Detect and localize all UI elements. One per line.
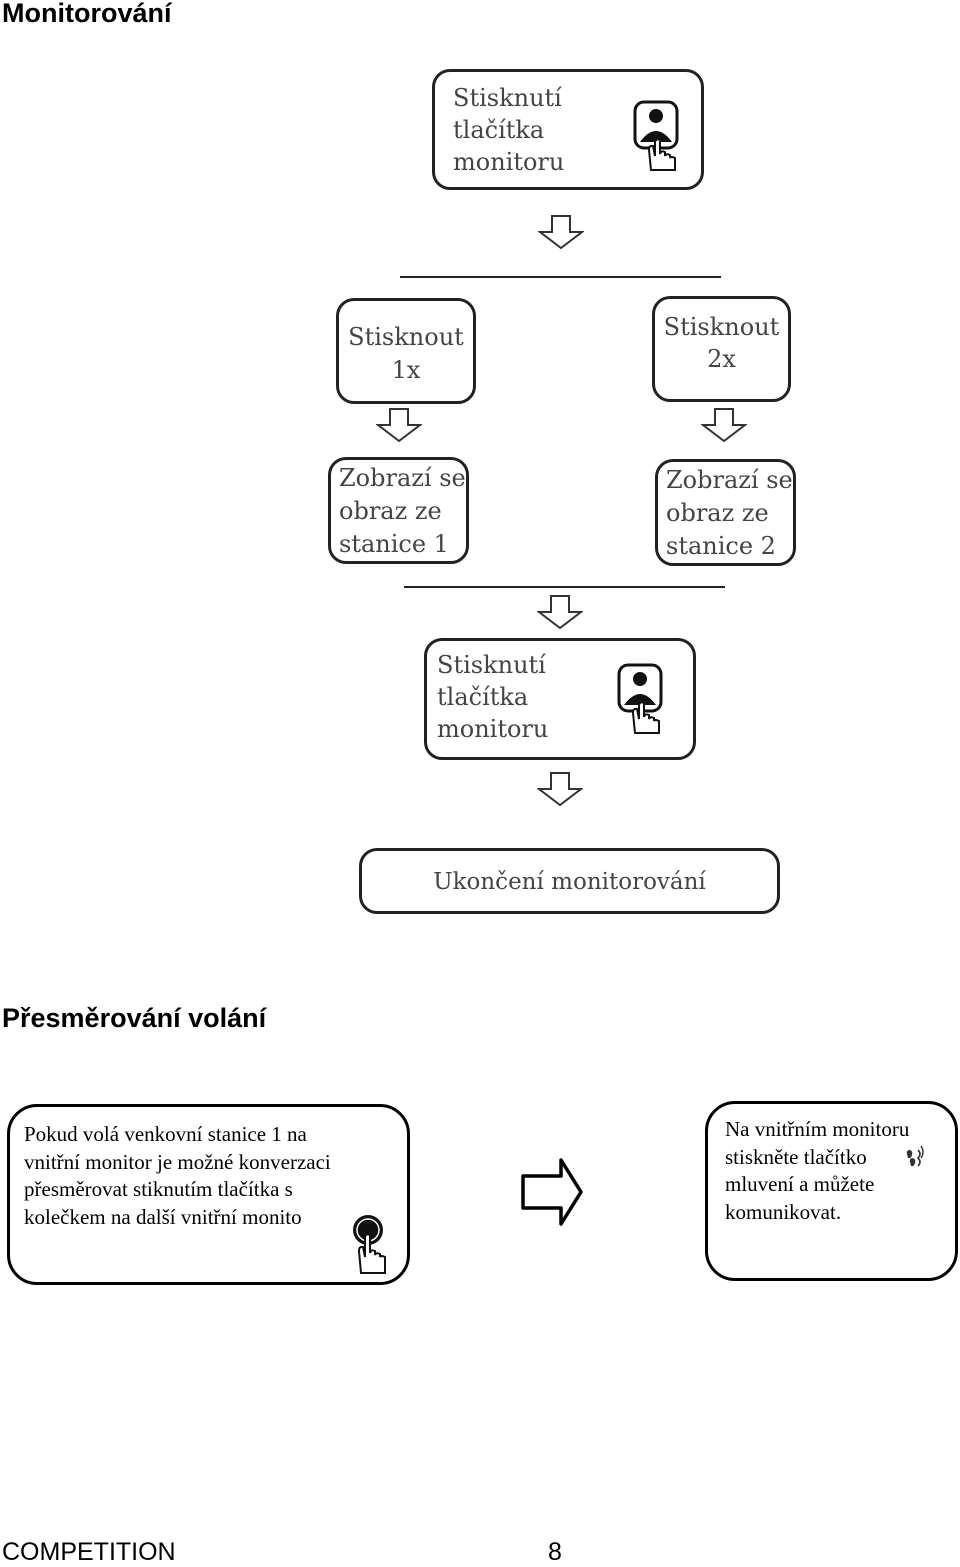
instruction-line: Na vnitřním monitoru	[725, 1117, 910, 1141]
right-arrow-icon	[521, 1158, 583, 1226]
merge-divider	[404, 586, 725, 588]
flow-text-line: Zobrazí se	[339, 464, 466, 492]
redirect-instruction-box: Pokud volá venkovní stanice 1 na vnitřní…	[7, 1104, 410, 1285]
branch-divider	[400, 276, 721, 278]
instruction-line: Pokud volá venkovní stanice 1 na	[24, 1122, 307, 1146]
monitor-button-icon	[617, 663, 663, 734]
redirect-heading: Přesměrování volání	[2, 1003, 267, 1033]
monitor-button-icon	[633, 100, 679, 171]
monitoring-heading: Monitorování	[2, 0, 172, 28]
talk-instruction-box: Na vnitřním monitoru stiskněte tlačítko …	[705, 1101, 958, 1281]
flow-text-line: 2x	[707, 345, 736, 373]
circle-button-icon	[353, 1215, 386, 1274]
flow-text-line: obraz ze	[339, 497, 442, 525]
instruction-line: mluvení a můžete	[725, 1172, 875, 1196]
talk-button-icon	[906, 1145, 924, 1167]
flow-text-line: monitoru	[437, 715, 549, 743]
flow-step-press-once: Stisknout 1x	[336, 298, 476, 404]
flow-step-press-monitor: Stisknutí tlačítka monitoru	[432, 69, 704, 190]
flow-step-show-station-1: Zobrazí se obraz ze stanice 1	[328, 457, 469, 564]
down-arrow-icon	[537, 772, 583, 807]
flow-text-line: stanice 1	[339, 530, 449, 558]
page-number: 8	[548, 1538, 562, 1566]
instruction-line: kolečkem na další vnitřní monito	[24, 1204, 302, 1229]
down-arrow-icon	[701, 408, 747, 443]
flow-text-line: 1x	[391, 356, 421, 384]
flow-text-line: tlačítka	[437, 683, 529, 711]
flow-text-line: Stisknutí	[437, 651, 546, 679]
flow-step-press-twice: Stisknout 2x	[652, 296, 791, 402]
flow-text-line: Ukončení monitorování	[433, 869, 706, 895]
instruction-line: stiskněte tlačítko	[725, 1144, 867, 1169]
flow-text-line: tlačítka	[453, 116, 545, 144]
flow-text-line: stanice 2	[666, 532, 776, 560]
flow-step-end-monitoring: Ukončení monitorování	[359, 848, 780, 914]
down-arrow-icon	[538, 215, 584, 250]
down-arrow-icon	[537, 595, 583, 630]
instruction-line: přesměrovat stiknutím tlačítka s	[24, 1177, 293, 1201]
flow-step-show-station-2: Zobrazí se obraz ze stanice 2	[655, 459, 796, 566]
flow-text-line: Stisknout	[348, 323, 464, 351]
flow-text-line: monitoru	[453, 148, 565, 176]
flow-step-press-monitor-again: Stisknutí tlačítka monitoru	[424, 638, 696, 760]
flow-text-line: Stisknout	[663, 313, 780, 341]
instruction-line: komunikovat.	[725, 1199, 842, 1224]
flow-text-line: Zobrazí se	[666, 466, 793, 494]
instruction-line: vnitřní monitor je možné konverzaci	[24, 1149, 331, 1174]
down-arrow-icon	[376, 408, 422, 443]
flow-text-line: Stisknutí	[453, 84, 562, 112]
flow-text-line: obraz ze	[666, 499, 769, 527]
footer-brand: COMPETITION	[2, 1538, 176, 1566]
